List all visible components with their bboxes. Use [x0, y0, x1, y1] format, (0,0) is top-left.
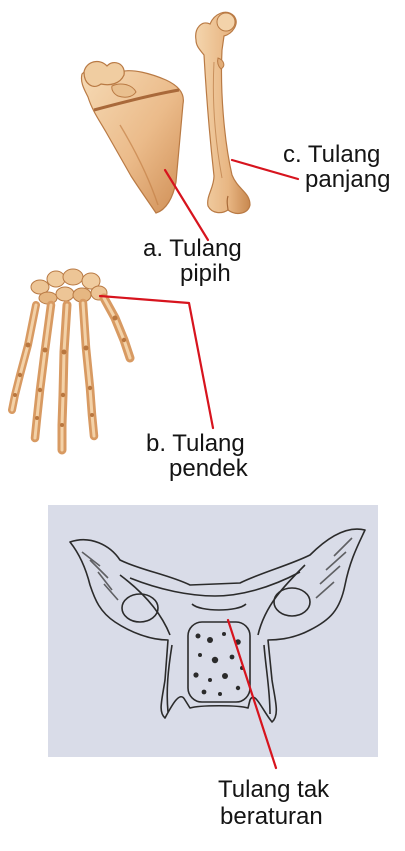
bone-speck: [208, 678, 212, 682]
bone-speck: [207, 637, 213, 643]
bone-speck: [236, 686, 240, 690]
finger-joint: [18, 373, 22, 377]
label-short-bone-line1: b. Tulang: [146, 430, 245, 457]
bone-speck: [196, 634, 201, 639]
finger-joint: [84, 346, 89, 351]
bone-speck: [202, 690, 207, 695]
finger-joint: [90, 413, 94, 417]
finger-joint: [13, 393, 17, 397]
carpal-bone: [56, 287, 74, 301]
label-irregular-bone-line1: Tulang tak: [218, 776, 330, 803]
label-short-bone-line2: pendek: [169, 455, 249, 482]
femur-illustration: [196, 12, 250, 213]
scapula-illustration: [81, 61, 183, 213]
label-flat-bone-line2: pipih: [180, 260, 231, 287]
carpal-bone: [47, 271, 65, 287]
label-long-bone-line1: c. Tulang: [283, 141, 380, 168]
femur-head: [217, 13, 235, 31]
finger-thumb: [104, 298, 130, 358]
finger-joint: [60, 423, 64, 427]
bone-speck: [212, 657, 218, 663]
finger-joint: [43, 348, 48, 353]
bone-speck: [218, 692, 222, 696]
finger-joint: [88, 386, 92, 390]
bone-speck: [198, 653, 202, 657]
finger-joint: [113, 316, 118, 321]
finger-joint: [61, 393, 65, 397]
femur-bone: [196, 12, 250, 213]
bone-speck: [193, 672, 198, 677]
label-long-bone-line2: panjang: [305, 166, 390, 193]
finger-joint: [26, 343, 31, 348]
finger-index: [83, 303, 94, 436]
pointer-line-flat-bone: [165, 170, 208, 240]
label-long-bone: c. Tulang panjang: [283, 141, 390, 193]
label-irregular-bone-line2: beraturan: [220, 803, 323, 830]
finger-ring: [35, 305, 51, 438]
finger-middle: [60, 305, 67, 450]
label-flat-bone-line1: a. Tulang: [143, 235, 242, 262]
carpal-bones: [31, 269, 107, 304]
finger-little: [12, 305, 36, 410]
sphenoid-illustration: [48, 505, 378, 757]
bone-speck: [230, 655, 235, 660]
finger-joint: [122, 338, 126, 342]
label-irregular-bone: Tulang tak beraturan: [218, 776, 330, 830]
bone-speck: [222, 673, 228, 679]
bone-speck: [222, 632, 226, 636]
finger-joint: [38, 388, 42, 392]
finger-joint: [35, 416, 39, 420]
label-flat-bone: a. Tulang pipih: [143, 235, 242, 287]
carpal-bone: [63, 269, 83, 285]
finger-joint: [62, 350, 67, 355]
label-short-bone: b. Tulang pendek: [146, 430, 249, 482]
